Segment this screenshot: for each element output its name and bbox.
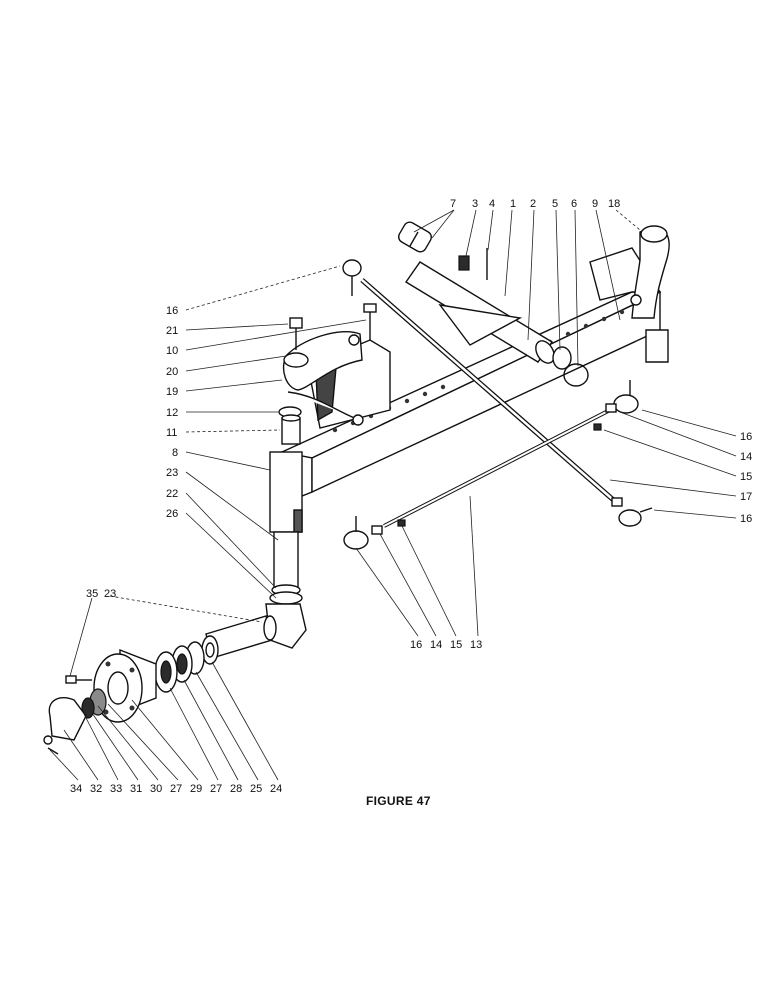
callout-19: 19 xyxy=(166,386,178,398)
callout-26: 26 xyxy=(166,508,178,520)
callout-5: 5 xyxy=(552,198,558,210)
hub-washer xyxy=(201,635,219,665)
track-rod xyxy=(343,380,639,550)
hub-cap xyxy=(43,697,87,745)
callout-15-bottom: 15 xyxy=(450,639,462,651)
callout-35: 35 xyxy=(86,588,98,600)
callout-3: 3 xyxy=(472,198,478,210)
figure-caption: FIGURE 47 xyxy=(366,794,431,808)
wheel-stud xyxy=(65,675,92,684)
callout-16-bottom: 16 xyxy=(410,639,422,651)
callout-20: 20 xyxy=(166,366,178,378)
leader-lines xyxy=(49,209,737,781)
callout-31: 31 xyxy=(130,783,142,795)
callout-6: 6 xyxy=(571,198,577,210)
callout-30: 30 xyxy=(150,783,162,795)
callout-2: 2 xyxy=(530,198,536,210)
callout-28: 28 xyxy=(230,783,242,795)
callout-16-left-top: 16 xyxy=(166,305,178,317)
callout-16-right-top: 16 xyxy=(740,431,752,443)
o-ring xyxy=(563,363,589,387)
callout-14-right: 14 xyxy=(740,451,752,463)
drag-link xyxy=(342,259,653,527)
callout-9: 9 xyxy=(592,198,598,210)
callout-11: 11 xyxy=(166,427,177,439)
callout-27-b: 27 xyxy=(210,783,222,795)
callout-29: 29 xyxy=(190,783,202,795)
left-swivel-bracket xyxy=(282,330,391,429)
callout-27-a: 27 xyxy=(170,783,182,795)
centre-pivot-tube xyxy=(398,221,555,364)
callout-21: 21 xyxy=(166,325,178,337)
callout-labels: 7 3 4 1 2 5 6 9 18 16 21 10 20 19 12 11 … xyxy=(70,198,752,795)
callout-8: 8 xyxy=(172,447,178,459)
callout-12: 12 xyxy=(166,407,178,419)
callout-16-right-bottom: 16 xyxy=(740,513,752,525)
callout-23: 23 xyxy=(166,467,178,479)
callout-25: 25 xyxy=(250,783,262,795)
callout-10: 10 xyxy=(166,345,178,357)
callout-15-right: 15 xyxy=(740,471,752,483)
callout-14-bottom: 14 xyxy=(430,639,442,651)
callout-33: 33 xyxy=(110,783,122,795)
stub-axle-spindle xyxy=(205,603,307,659)
cap-screw xyxy=(47,747,59,755)
thrust-washer xyxy=(552,346,572,370)
callout-34: 34 xyxy=(70,783,82,795)
hub-nut xyxy=(81,697,95,719)
callout-17: 17 xyxy=(740,491,752,503)
clamp-bolt-2 xyxy=(363,303,377,340)
callout-1: 1 xyxy=(510,198,516,210)
callout-7: 7 xyxy=(450,198,456,210)
callout-32: 32 xyxy=(90,783,102,795)
grease-nipple xyxy=(458,255,470,271)
callout-24: 24 xyxy=(270,783,282,795)
callout-13: 13 xyxy=(470,639,482,651)
callout-4: 4 xyxy=(489,198,495,210)
left-king-pin xyxy=(269,406,303,605)
callout-22: 22 xyxy=(166,488,178,500)
hub-bearing-cup xyxy=(154,651,178,693)
callout-23-hub: 23 xyxy=(104,588,116,600)
callout-18: 18 xyxy=(608,198,620,210)
